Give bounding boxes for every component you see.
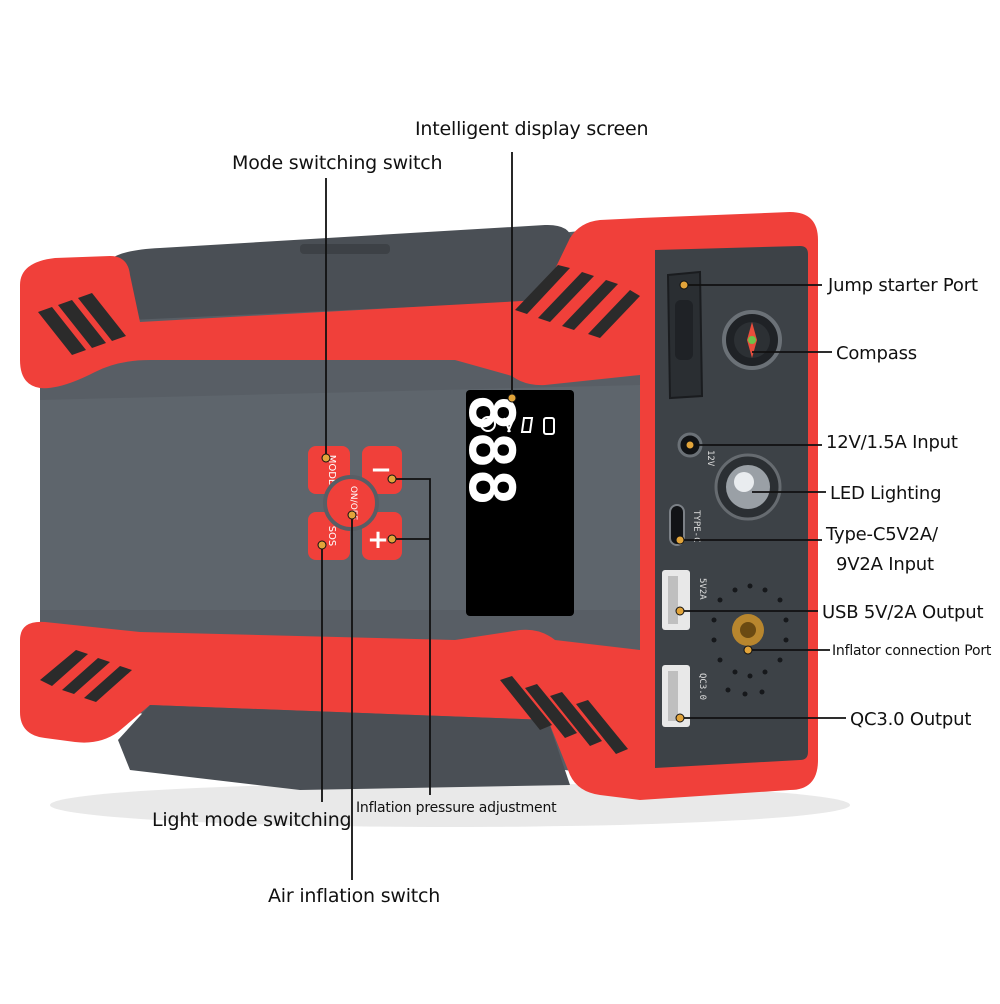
vents-top-left [38,293,126,355]
plus-button: + [362,512,402,560]
svg-text:QC3.0: QC3.0 [697,673,707,700]
svg-text:5V2A: 5V2A [697,578,707,600]
label-qc: QC3.0 Output [850,709,972,730]
label-light-mode: Light mode switching [152,809,352,831]
svg-text:MODE: MODE [326,455,337,486]
vents-bottom-right [500,676,628,754]
label-inflation-pressure: Inflation pressure adjustment [356,800,557,816]
label-typec-line1: Type-C5V2A/ [826,524,938,545]
label-air-switch: Air inflation switch [268,885,441,907]
svg-text:TYPE-C: TYPE-C [691,510,701,543]
onoff-button: ON/OFF [323,475,379,531]
bottom-red-bumper [20,621,640,800]
top-red-bumper [20,218,640,389]
top-lid [110,224,572,320]
qc-port: QC3.0 [662,665,707,727]
svg-text:12V: 12V [705,450,715,467]
label-led: LED Lighting [830,483,942,504]
label-typec-line2: 9V2A Input [836,554,934,575]
typec-port: TYPE-C [669,504,701,546]
top-lid-detail [300,244,390,254]
speaker-grille [711,583,789,697]
label-mode-switch: Mode switching switch [232,152,443,174]
label-usb: USB 5V/2A Output [822,602,984,623]
label-display-screen: Intelligent display screen [415,118,649,140]
label-compass: Compass [836,343,917,364]
jump-starter-port [666,270,704,400]
compass-icon [722,310,782,370]
svg-text:ON/OFF: ON/OFF [348,486,358,520]
leader-lines [321,152,846,880]
label-12v-input: 12V/1.5A Input [826,432,958,453]
svg-text:+: + [367,525,389,555]
usb-port: 5V2A [662,570,707,630]
vents-bottom-left [40,650,132,702]
leader-dots [317,280,753,723]
svg-text:−: − [370,455,392,485]
display-screen: 888 [455,390,574,616]
label-jump-starter: Jump starter Port [828,275,978,296]
display-icons [480,416,555,435]
label-inflator: Inflator connection Port [832,643,992,659]
svg-text:SOS: SOS [326,526,337,547]
inflator-port [732,614,764,646]
bottom-foot [118,705,570,790]
led-light [714,453,782,521]
display-digits: 888 [455,394,528,506]
vents-top-right [515,265,640,338]
